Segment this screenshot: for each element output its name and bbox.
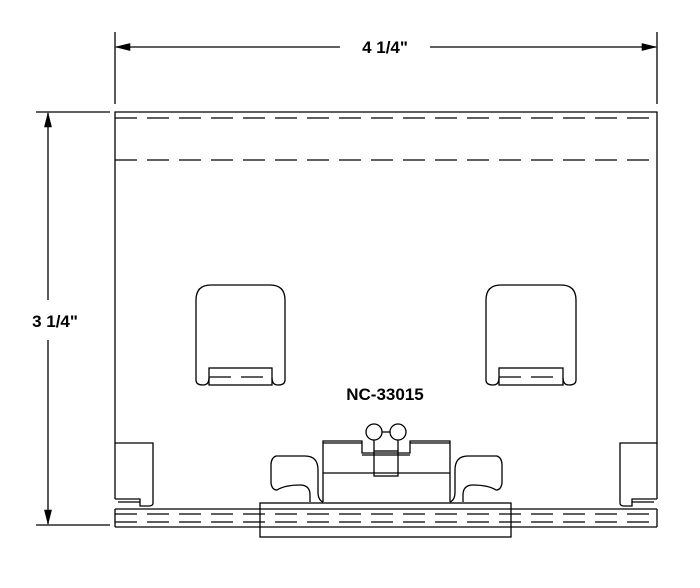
bottom-rail xyxy=(114,508,658,528)
part-body xyxy=(114,111,658,507)
height-dimension: 3 1/4" xyxy=(32,111,110,526)
width-label: 4 1/4" xyxy=(362,38,408,57)
clip-assembly xyxy=(259,423,512,538)
part-number: NC-33015 xyxy=(346,385,424,404)
rivet-right xyxy=(389,423,407,441)
width-dimension: 4 1/4" xyxy=(114,32,658,104)
height-label: 3 1/4" xyxy=(32,312,78,331)
right-slot xyxy=(485,284,577,386)
left-slot xyxy=(195,284,286,386)
rivet-left xyxy=(365,423,383,441)
